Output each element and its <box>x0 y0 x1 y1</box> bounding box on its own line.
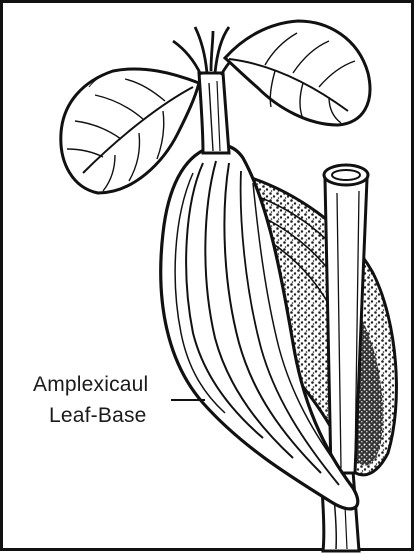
label-leaf-base: Leaf-Base <box>49 404 147 428</box>
label-amplexicaul: Amplexicaul <box>33 373 148 397</box>
right-leaf <box>225 21 370 125</box>
upper-stem <box>199 73 229 153</box>
amplexicaul-leaf-drawing <box>3 3 414 554</box>
